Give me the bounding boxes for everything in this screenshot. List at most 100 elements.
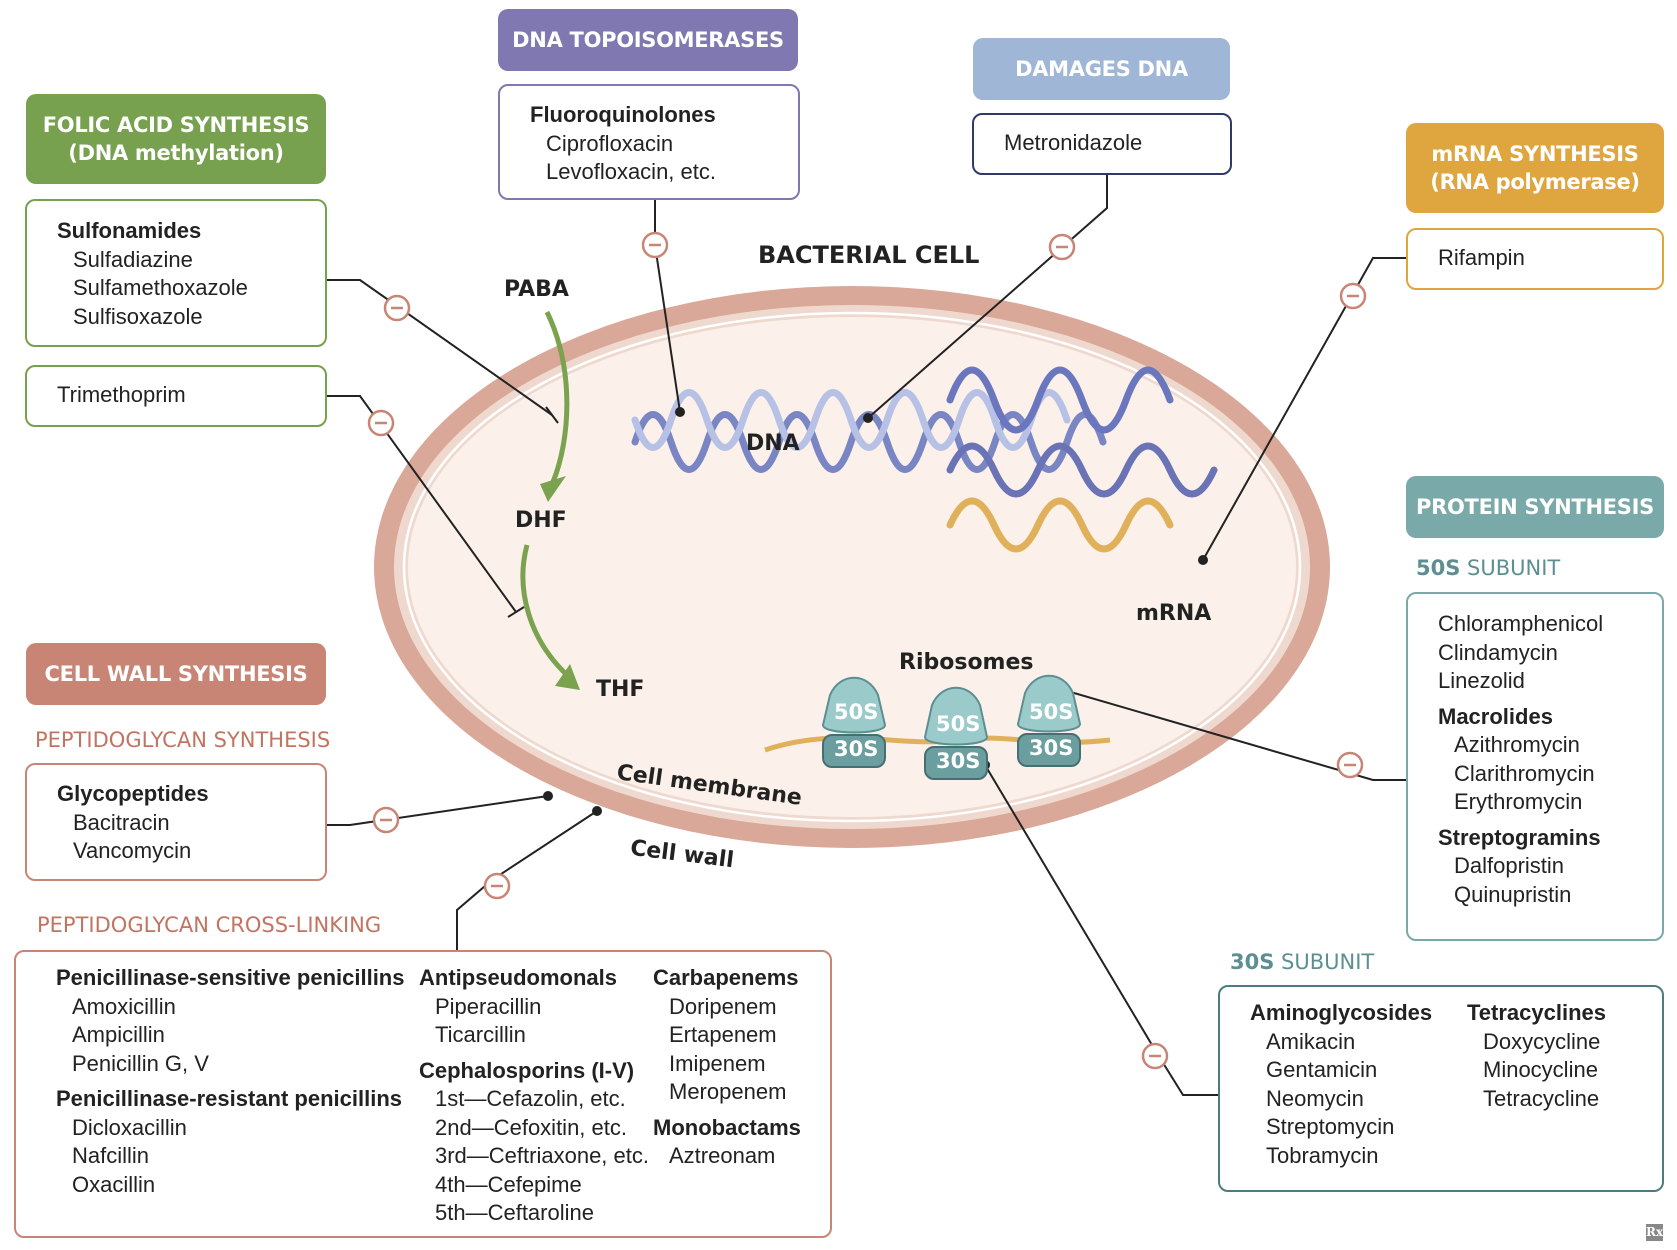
penicillinase-sensitive-group: Penicillinase-sensitive penicillins xyxy=(56,965,405,990)
ribosome-1-30s-label: 30S xyxy=(834,737,879,761)
ribosome-2-30s-label: 30S xyxy=(936,749,981,773)
subunit-30s-box: Aminoglycosides Amikacin Gentamicin Neom… xyxy=(1218,985,1664,1192)
inhibition-connectors xyxy=(327,175,1407,1096)
streptogramins-group: Streptogramins xyxy=(1438,824,1601,850)
drug-rifampin: Rifampin xyxy=(1438,245,1525,270)
ribosome-1-50s-label: 50S xyxy=(834,700,879,724)
drug-dalfopristin: Dalfopristin xyxy=(1454,853,1565,878)
antipseudomonals-group: Antipseudomonals xyxy=(419,965,618,990)
ribosome-3-30s-label: 30S xyxy=(1029,736,1074,760)
dna-topoisomerases-header-text: DNA TOPOISOMERASES xyxy=(512,28,784,52)
ribosome-2 xyxy=(923,686,989,780)
drug-amikacin: Amikacin xyxy=(1266,1028,1356,1054)
drug-neomycin: Neomycin xyxy=(1266,1085,1364,1111)
metronidazole-box: Metronidazole xyxy=(972,113,1232,175)
cephalosporins-group: Cephalosporins (I-V) xyxy=(419,1057,635,1083)
macrolides-group: Macrolides xyxy=(1438,703,1553,729)
cell-wall-synthesis-header: CELL WALL SYNTHESIS xyxy=(26,643,326,705)
cell-membrane-line xyxy=(402,311,1302,823)
fluoroquinolones-box: Fluoroquinolones Ciprofloxacin Levofloxa… xyxy=(498,84,800,200)
protein-synthesis-header: PROTEIN SYNTHESIS xyxy=(1406,476,1664,538)
mrna-synthesis-header-line1: mRNA SYNTHESIS xyxy=(1431,142,1639,166)
drug-sulfamethoxazole: Sulfamethoxazole xyxy=(73,275,248,300)
drug-metronidazole: Metronidazole xyxy=(1004,130,1143,155)
subunit-50s-heading: 50S SUBUNIT xyxy=(1416,556,1560,580)
subunit-50s-rest: SUBUNIT xyxy=(1460,556,1561,580)
folate-pathway-arrows xyxy=(520,310,570,677)
drug-erythromycin: Erythromycin xyxy=(1454,789,1583,814)
drug-nafcillin: Nafcillin xyxy=(72,1143,150,1168)
sulfonamides-box: Sulfonamides Sulfadiazine Sulfamethoxazo… xyxy=(25,199,327,347)
drug-ertapenem: Ertapenem xyxy=(669,1022,777,1047)
tetracyclines-group: Tetracyclines xyxy=(1467,1000,1607,1025)
drug-chloramphenicol: Chloramphenicol xyxy=(1438,611,1604,636)
aminoglycosides-group: Aminoglycosides xyxy=(1250,1000,1433,1025)
drug-trimethoprim: Trimethoprim xyxy=(57,382,186,407)
aminoglycosides-column: Aminoglycosides Amikacin Gentamicin Neom… xyxy=(1250,999,1432,1170)
subunit-30s-bold: 30S xyxy=(1230,950,1275,974)
glycopeptides-group: Glycopeptides xyxy=(57,781,209,806)
drug-cefazolin: 1st—Cefazolin, etc. xyxy=(435,1086,626,1111)
arrow-head-dhf xyxy=(540,476,566,502)
glycopeptides-box: Glycopeptides Bacitracin Vancomycin xyxy=(25,763,327,881)
drug-vancomycin: Vancomycin xyxy=(73,838,192,863)
drug-oxacillin: Oxacillin xyxy=(72,1171,156,1197)
drug-sulfadiazine: Sulfadiazine xyxy=(73,246,193,272)
ribosomes-label: Ribosomes xyxy=(899,650,1034,675)
monobactams-group: Monobactams xyxy=(653,1114,801,1140)
damages-dna-header-text: DAMAGES DNA xyxy=(1015,57,1188,81)
ribosome-3-50s-label: 50S xyxy=(1029,700,1074,724)
paba-label: PABA xyxy=(504,277,569,302)
minus-bars xyxy=(375,243,1359,1058)
cell-wall-synthesis-header-text: CELL WALL SYNTHESIS xyxy=(44,662,308,686)
sulfonamides-group: Sulfonamides xyxy=(57,218,202,243)
drug-tobramycin: Tobramycin xyxy=(1266,1142,1379,1168)
mrna-synthesis-header-line2: (RNA polymerase) xyxy=(1430,170,1640,194)
drug-cefepime: 4th—Cefepime xyxy=(435,1171,582,1197)
penicillins-column: Penicillinase-sensitive penicillins Amox… xyxy=(56,964,404,1199)
drug-penicillin-g-v: Penicillin G, V xyxy=(72,1050,209,1076)
drug-meropenem: Meropenem xyxy=(669,1079,787,1104)
drug-piperacillin: Piperacillin xyxy=(435,993,542,1019)
drug-ticarcillin: Ticarcillin xyxy=(435,1022,526,1047)
trimethoprim-box: Trimethoprim xyxy=(25,365,327,427)
drug-ceftaroline: 5th—Ceftaroline xyxy=(435,1200,594,1225)
penicillinase-resistant-group: Penicillinase-resistant penicillins xyxy=(56,1086,403,1111)
drug-dicloxacillin: Dicloxacillin xyxy=(72,1114,187,1140)
dna-label: DNA xyxy=(746,431,800,456)
subunit-30s-rest: SUBUNIT xyxy=(1274,950,1375,974)
drug-clindamycin: Clindamycin xyxy=(1438,639,1558,665)
ribosome-3 xyxy=(1016,674,1082,767)
carbapenems-column: Carbapenems Doripenem Ertapenem Imipenem… xyxy=(653,964,801,1171)
drug-cefoxitin: 2nd—Cefoxitin, etc. xyxy=(435,1114,627,1140)
drug-minocycline: Minocycline xyxy=(1483,1057,1598,1082)
folic-acid-header-line2: (DNA methylation) xyxy=(68,141,284,165)
tetracyclines-column: Tetracyclines Doxycycline Minocycline Te… xyxy=(1467,999,1606,1113)
bacterial-cell-title: BACTERIAL CELL xyxy=(758,241,980,269)
drug-ciprofloxacin: Ciprofloxacin xyxy=(546,130,674,156)
drug-bacitracin: Bacitracin xyxy=(73,809,170,835)
arrow-head-thf xyxy=(555,664,580,690)
ribosome-2-50s-label: 50S xyxy=(936,712,981,736)
subunit-50s-box: Chloramphenicol Clindamycin Linezolid Ma… xyxy=(1406,592,1664,941)
fluoroquinolones-group: Fluoroquinolones xyxy=(530,102,716,127)
drug-tetracycline: Tetracycline xyxy=(1483,1085,1600,1111)
rifampin-box: Rifampin xyxy=(1406,228,1664,290)
drug-aztreonam: Aztreonam xyxy=(669,1143,776,1168)
folic-acid-header-line1: FOLIC ACID SYNTHESIS xyxy=(42,113,310,137)
antipseudomonals-column: Antipseudomonals Piperacillin Ticarcilli… xyxy=(419,964,649,1228)
peptidoglycan-synthesis-heading: PEPTIDOGLYCAN SYNTHESIS xyxy=(35,728,331,752)
thf-label: THF xyxy=(596,677,645,702)
folic-acid-header: FOLIC ACID SYNTHESIS (DNA methylation) xyxy=(26,94,326,184)
rx-logo: Rx xyxy=(1646,1224,1664,1241)
drug-ceftriaxone: 3rd—Ceftriaxone, etc. xyxy=(435,1143,649,1168)
drug-amoxicillin: Amoxicillin xyxy=(72,993,176,1019)
carbapenems-group: Carbapenems xyxy=(653,965,799,990)
ribosome-1 xyxy=(821,676,887,768)
drug-streptomycin: Streptomycin xyxy=(1266,1114,1395,1139)
drug-linezolid: Linezolid xyxy=(1438,668,1525,693)
drug-doripenem: Doripenem xyxy=(669,993,777,1019)
minus-symbols xyxy=(367,231,1367,1070)
protein-synthesis-header-text: PROTEIN SYNTHESIS xyxy=(1416,495,1654,519)
